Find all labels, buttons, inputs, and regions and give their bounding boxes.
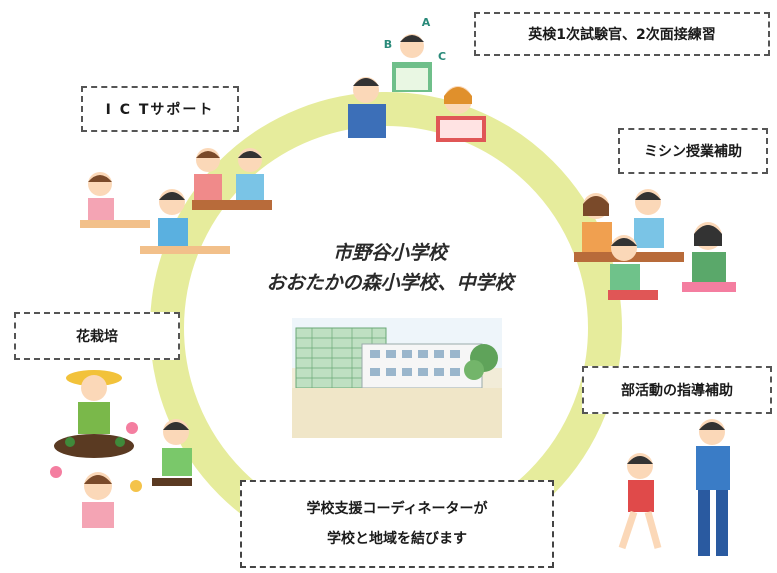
- sewing-class-illustration: [574, 189, 736, 300]
- coordinator-line1: 学校支援コーディネーターが: [306, 501, 488, 517]
- label-flowers: 花栽培: [14, 312, 180, 360]
- label-eiken: 英検1次試験官、2次面接練習: [474, 12, 770, 56]
- center-title-line2: おおたかの森小学校、中学校: [266, 272, 514, 294]
- center-title-line1: 市野谷小学校: [332, 242, 447, 264]
- label-ict: I C Tサポート: [81, 86, 239, 132]
- center-title: 市野谷小学校 おおたかの森小学校、中学校: [230, 238, 550, 298]
- letter-b-badge: B: [378, 34, 398, 54]
- label-club: 部活動の指導補助: [582, 366, 772, 414]
- school-building-illustration: [292, 318, 502, 438]
- eiken-examiner-illustration: [348, 34, 486, 142]
- coordinator-line2: 学校と地域を結びます: [327, 531, 467, 547]
- letter-c-badge: C: [432, 46, 452, 66]
- flower-planting-illustration: [50, 370, 192, 528]
- ict-support-illustration: [80, 148, 272, 254]
- coordinator-box: 学校支援コーディネーターが 学校と地域を結びます: [240, 480, 554, 568]
- club-coaching-illustration: [618, 419, 730, 556]
- letter-a-badge: A: [416, 12, 436, 32]
- label-sewing: ミシン授業補助: [618, 128, 768, 174]
